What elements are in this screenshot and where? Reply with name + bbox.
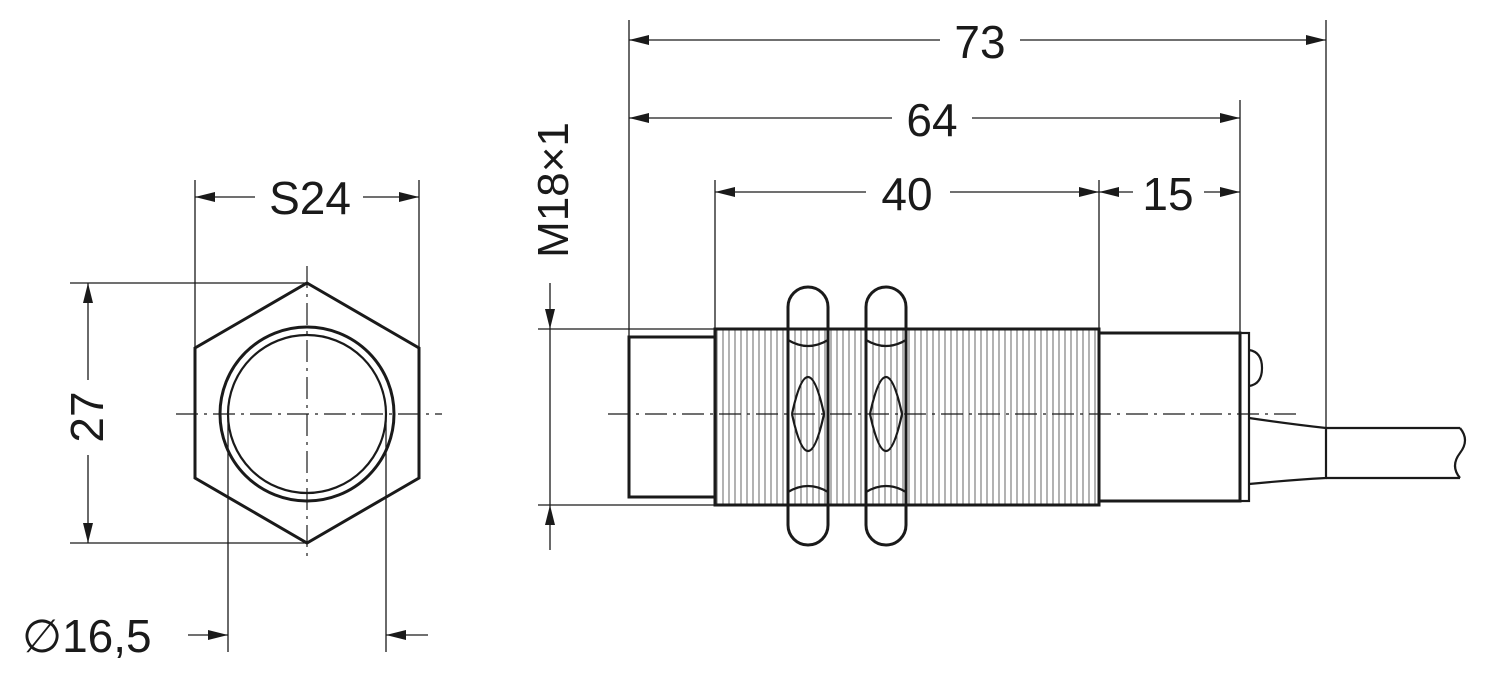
d15-label: 15 (1142, 168, 1193, 220)
rear-housing (1097, 331, 1242, 503)
sensor-face (627, 335, 717, 499)
d40-label: 40 (881, 168, 932, 220)
d64-label: 64 (906, 94, 957, 146)
lock-nut-2 (864, 285, 908, 547)
s24-label: S24 (269, 172, 351, 224)
front-view: S24 27 ∅16,5 (22, 172, 442, 662)
d27-label: 27 (61, 391, 113, 442)
end-cap (1238, 331, 1251, 503)
m18-thread-label: M18×1 (529, 122, 578, 258)
indicator-led (1248, 348, 1264, 388)
bore-diameter-label: ∅16,5 (22, 610, 152, 662)
d73-label: 73 (954, 16, 1005, 68)
cable-break (1453, 427, 1467, 479)
side-view: 73 64 40 15 M18×1 (529, 16, 1467, 550)
cable-strain-relief (1248, 416, 1328, 486)
